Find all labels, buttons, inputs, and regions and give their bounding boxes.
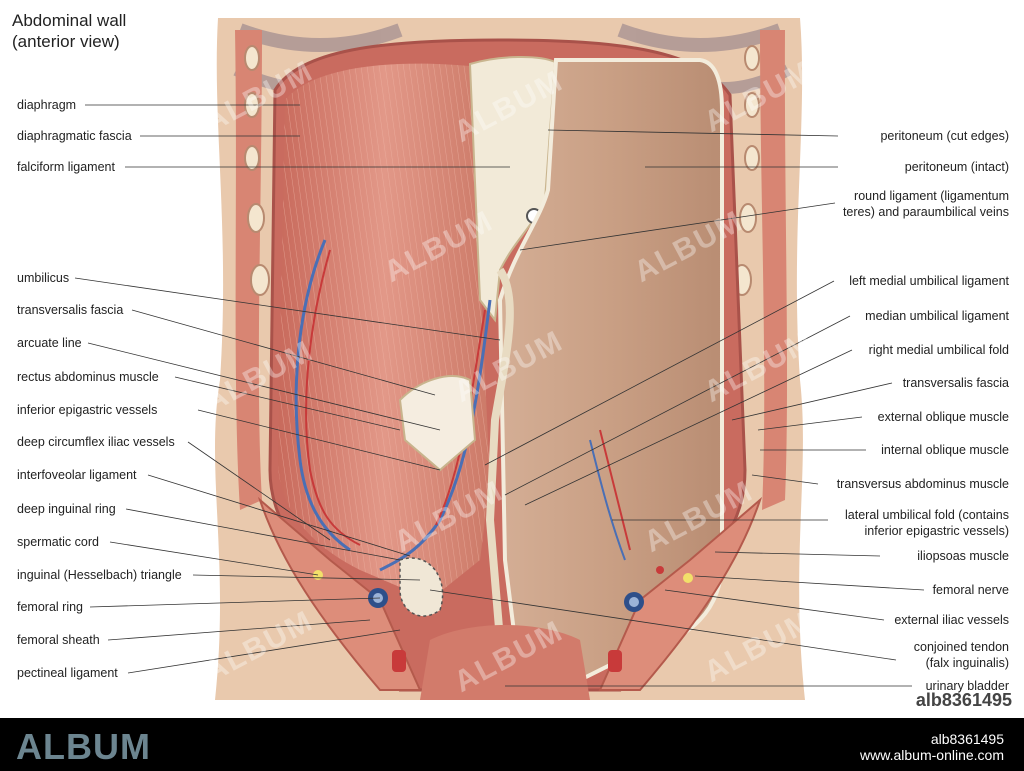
label-transversalis-fascia-right: transversalis fascia <box>902 376 1009 390</box>
label-transversalis-fascia-left: transversalis fascia <box>17 303 124 317</box>
label-internal-oblique-muscle: internal oblique muscle <box>881 443 1009 457</box>
label-conjoined-tendon-line-1: conjoined tendon <box>913 640 1009 654</box>
umbilicus-flap <box>398 375 477 472</box>
footer-image-id: alb8361495 <box>930 731 1004 747</box>
label-umbilicus: umbilicus <box>17 271 70 285</box>
inguinal-left <box>257 496 444 691</box>
label-external-oblique-muscle: external oblique muscle <box>877 410 1009 424</box>
label-external-iliac-vessels: external iliac vessels <box>894 613 1009 627</box>
diagram-stage: ALBUM ALBUM ALBUM ALBUM ALBUM ALBUM ALBU… <box>12 10 1012 710</box>
label-lateral-umbilical-fold-line-1: lateral umbilical fold (contains <box>845 508 1009 522</box>
footer-bar <box>0 718 1024 771</box>
label-transversus-abdominus-muscle: transversus abdominus muscle <box>836 477 1009 491</box>
label-lateral-umbilical-fold-line-2: inferior epigastric vessels) <box>864 524 1010 538</box>
label-deep-inguinal-ring: deep inguinal ring <box>17 502 116 516</box>
footer-url-link[interactable]: www.album-online.com <box>860 747 1004 763</box>
median-fold <box>485 267 524 682</box>
label-inguinal-triangle: inguinal (Hesselbach) triangle <box>17 568 182 582</box>
inguinal-right <box>598 496 763 691</box>
label-round-ligament-line-1: round ligament (ligamentum <box>854 189 1009 203</box>
label-iliopsoas-muscle: iliopsoas muscle <box>917 549 1009 563</box>
label-pectineal-ligament: pectineal ligament <box>17 666 118 680</box>
label-interfoveolar-ligament: interfoveolar ligament <box>17 468 137 482</box>
right-lateral-muscles <box>760 30 788 510</box>
label-round-ligament-line-2: teres) and paraumbilical veins <box>842 205 1009 219</box>
label-femoral-nerve: femoral nerve <box>932 583 1009 597</box>
label-peritoneum-intact: peritoneum (intact) <box>904 160 1009 174</box>
label-diaphragmatic-fascia: diaphragmatic fascia <box>17 129 132 143</box>
label-spermatic-cord: spermatic cord <box>17 535 99 549</box>
label-arcuate-line: arcuate line <box>17 336 82 350</box>
label-peritoneum-cut-edges: peritoneum (cut edges) <box>880 129 1009 143</box>
leader-lines-left <box>74 104 510 674</box>
label-deep-circumflex-iliac-vessels: deep circumflex iliac vessels <box>17 435 175 449</box>
leader-lines-right <box>429 129 925 687</box>
label-left-medial-umbilical-ligament: left medial umbilical ligament <box>849 274 1009 288</box>
label-femoral-sheath: femoral sheath <box>17 633 100 647</box>
stock-id: alb8361495 <box>915 690 1012 710</box>
label-femoral-ring: femoral ring <box>17 600 83 614</box>
label-diaphragm: diaphragm <box>17 98 77 112</box>
label-inferior-epigastric-vessels: inferior epigastric vessels <box>17 403 158 417</box>
diagram-title: Abdominal wall (anterior view) <box>12 10 126 52</box>
brand-logo[interactable]: ALBUM <box>16 726 151 767</box>
title-line-2: (anterior view) <box>12 32 120 51</box>
label-falciform-ligament: falciform ligament <box>17 160 115 174</box>
bladder-region <box>420 625 590 700</box>
label-right-medial-umbilical-fold: right medial umbilical fold <box>868 343 1009 357</box>
anatomy-illustration <box>74 18 925 700</box>
label-rectus-abdominus-muscle: rectus abdominus muscle <box>17 370 159 384</box>
label-urinary-bladder: urinary bladder <box>925 679 1009 693</box>
title-line-1: Abdominal wall <box>12 11 127 30</box>
label-median-umbilical-ligament: median umbilical ligament <box>865 309 1009 323</box>
label-conjoined-tendon-line-2: (falx inguinalis) <box>925 656 1009 670</box>
